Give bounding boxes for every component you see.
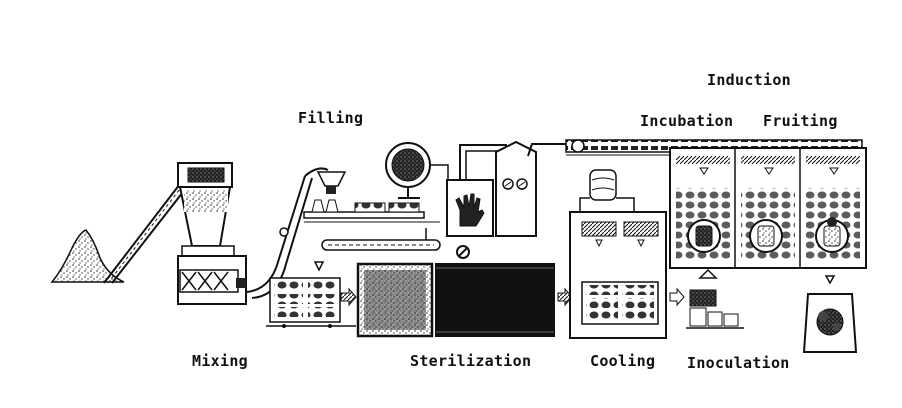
label-cooling: Cooling [590, 352, 656, 370]
label-filling: Filling [298, 109, 364, 127]
boiler-fan [385, 142, 449, 199]
sterilizer-chamber-b [435, 263, 555, 337]
label-inoculation: Inoculation [687, 354, 790, 372]
harvest-bag [802, 293, 858, 353]
cooling-room [569, 211, 667, 339]
return-conveyor [321, 228, 441, 251]
substrate-pile [50, 229, 125, 283]
arrow-to-inoculation [669, 287, 685, 307]
control-cabinet [495, 140, 537, 237]
arrow-to-sterilizer [340, 287, 357, 307]
label-sterilization: Sterilization [410, 352, 532, 370]
bag-closeup-incubation [749, 219, 783, 253]
down-arrow-mixing [313, 261, 325, 272]
label-mixing: Mixing [192, 352, 248, 370]
inoculation-station [686, 268, 744, 329]
label-incubation: Incubation [640, 112, 734, 130]
prohibited-icon [456, 245, 470, 259]
water-tank [579, 169, 635, 212]
mixer-machine [177, 162, 247, 305]
filled-bags [303, 199, 440, 223]
arrow-to-cooling [557, 287, 573, 307]
bag-closeup-induction [687, 219, 721, 253]
bag-closeup-fruiting [815, 217, 849, 253]
label-fruiting: Fruiting [763, 112, 838, 130]
mixer-conveyor [103, 179, 191, 284]
bag-rack-loading [266, 277, 356, 328]
hand-chamber [446, 179, 494, 237]
arrow-to-harvest [824, 275, 836, 285]
sterilizer-chamber-a [356, 262, 434, 338]
filling-hopper [316, 171, 347, 194]
label-induction: Induction [707, 71, 791, 89]
